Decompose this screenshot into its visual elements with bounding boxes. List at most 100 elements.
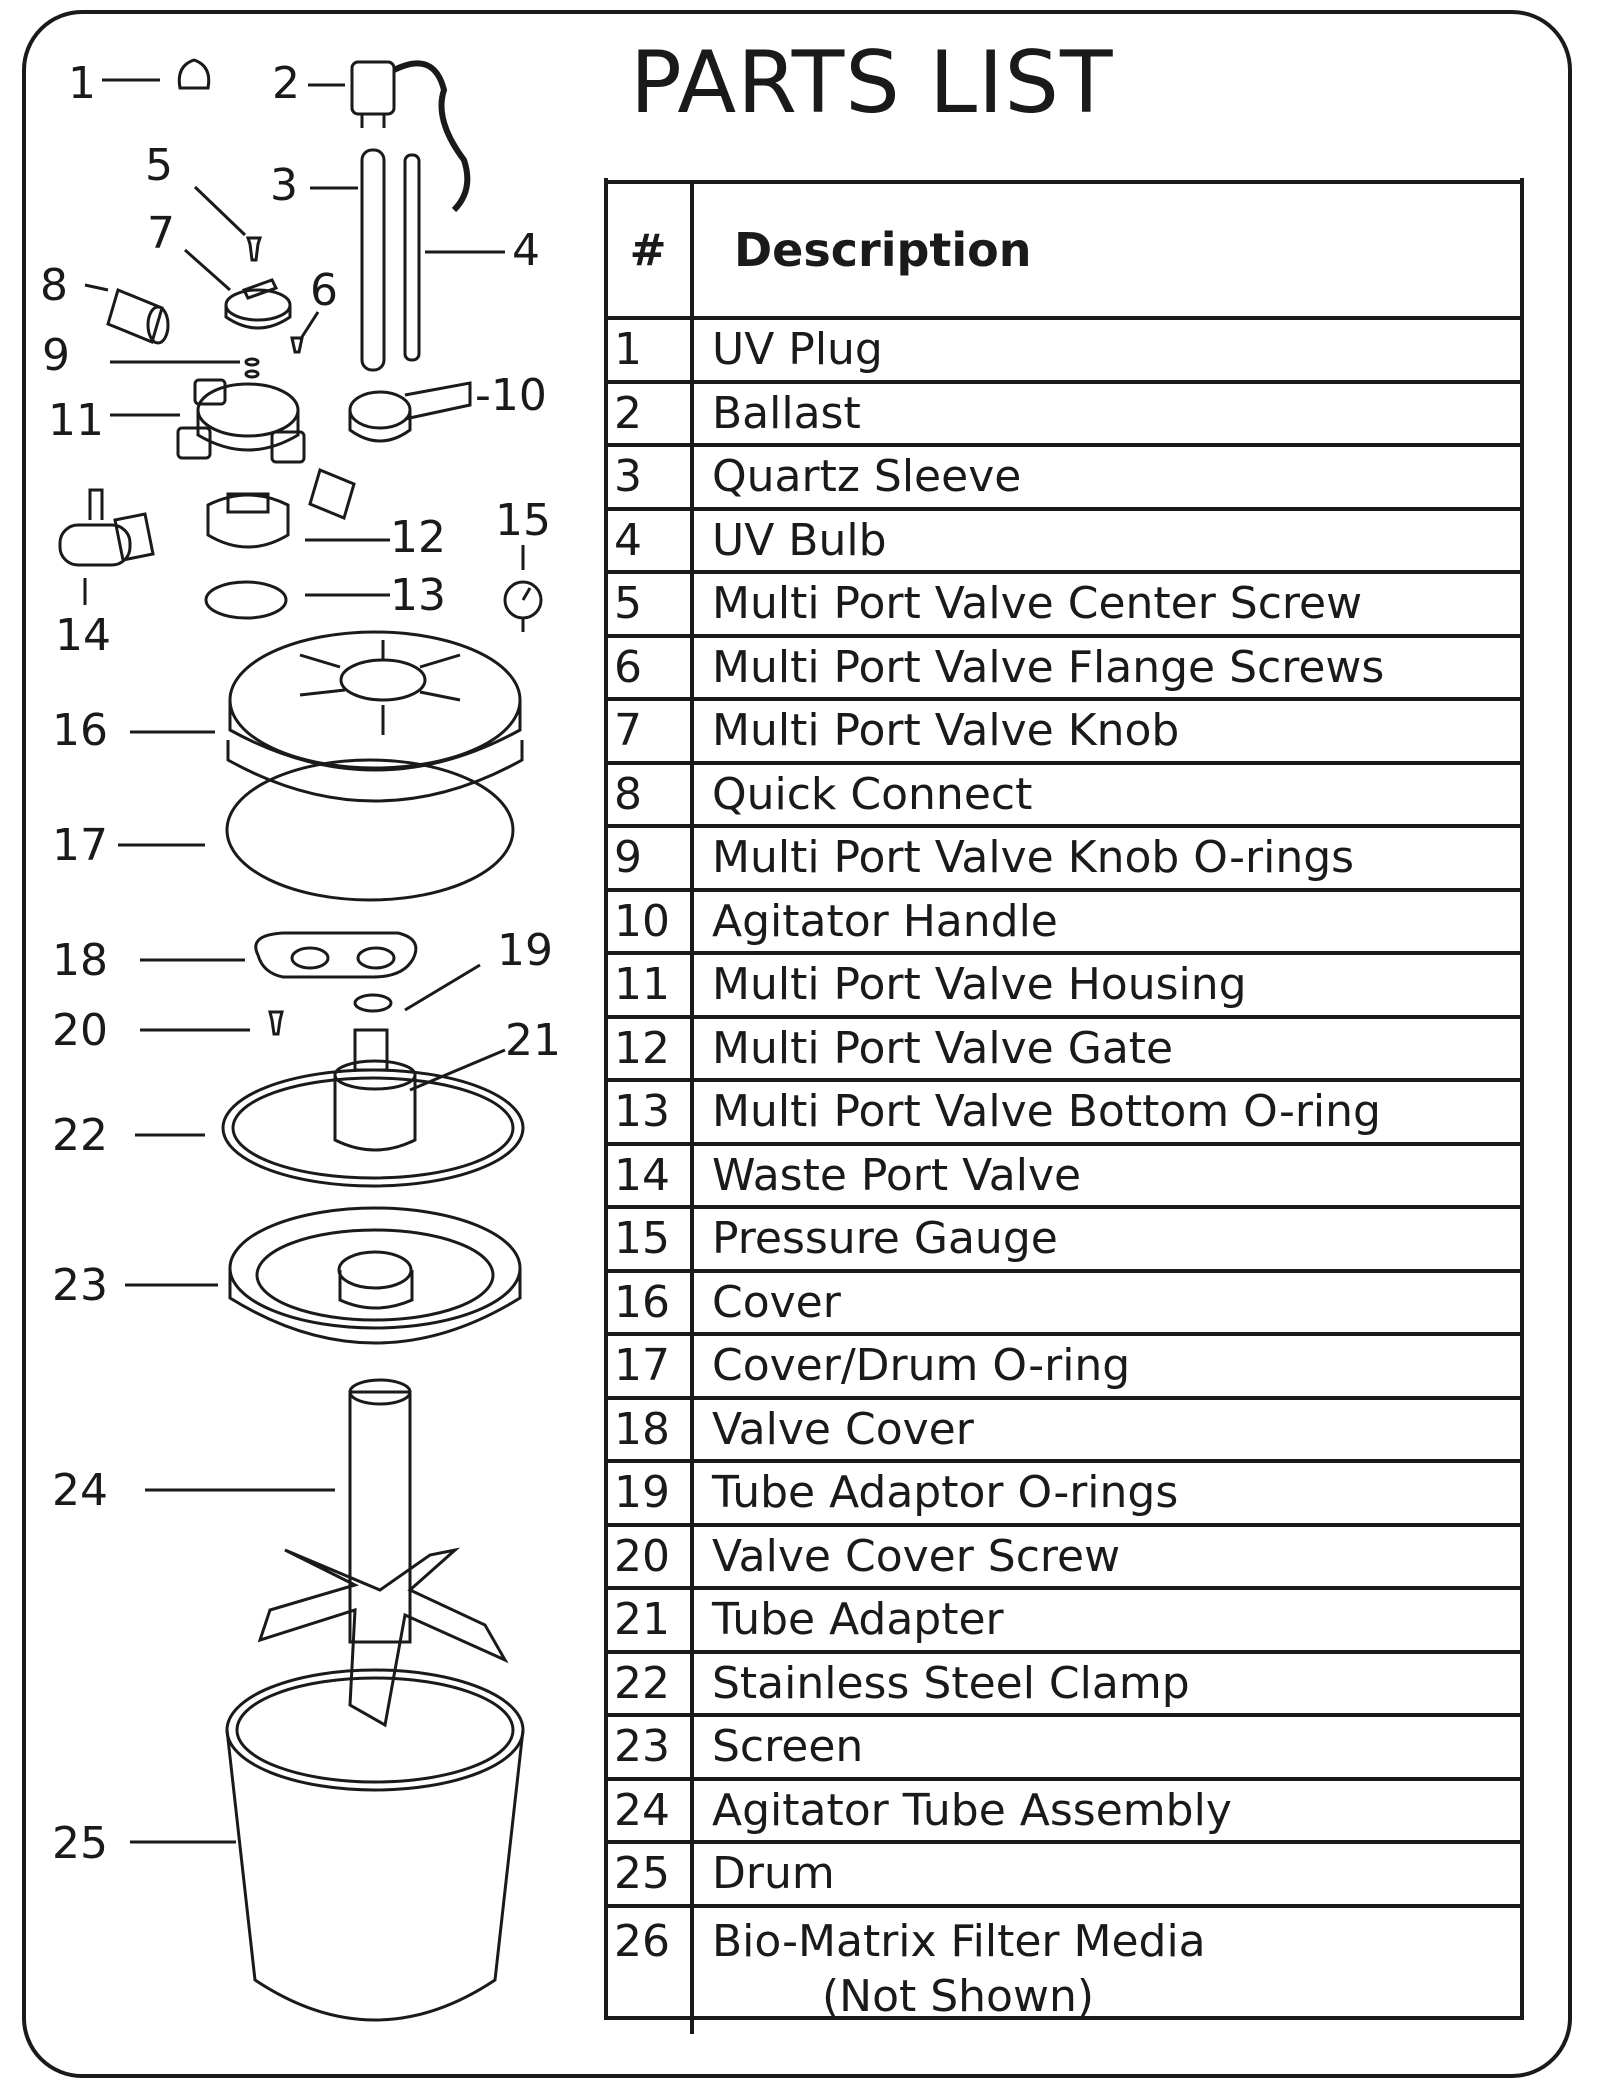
part-number: 20 (606, 1522, 694, 1588)
table-row: 13 Multi Port Valve Bottom O-ring (606, 1078, 1524, 1144)
part-number: 23 (606, 1713, 694, 1779)
part-description-text: Quartz Sleeve (712, 451, 1022, 503)
part-description: Quick Connect (692, 760, 1524, 826)
part-description-text: Screen (712, 1721, 864, 1773)
part-description-text: Agitator Handle (712, 895, 1058, 947)
table-row: 8 Quick Connect (606, 760, 1524, 826)
callout-10: -10 (475, 370, 547, 421)
part-description: Multi Port Valve Knob O-rings (692, 824, 1524, 890)
table-row: 9 Multi Port Valve Knob O-rings (606, 824, 1524, 890)
part-description-text: Stainless Steel Clamp (712, 1657, 1190, 1709)
part-description: Valve Cover Screw (692, 1522, 1524, 1588)
part-description: Cover/Drum O-ring (692, 1332, 1524, 1398)
part-description-text: Multi Port Valve Gate (712, 1022, 1174, 1074)
table-row: 12 Multi Port Valve Gate (606, 1014, 1524, 1080)
part-number: 2 (606, 379, 694, 445)
table-row: 11 Multi Port Valve Housing (606, 951, 1524, 1017)
part-description: Drum (692, 1840, 1524, 1906)
callout-7: 7 (147, 208, 175, 259)
part-description: Bio-Matrix Filter Media(Not Shown) (692, 1903, 1524, 2034)
part-description: Valve Cover (692, 1395, 1524, 1461)
part-number: 3 (606, 443, 694, 509)
part-description-text: Pressure Gauge (712, 1213, 1058, 1265)
part-description-text: Agitator Tube Assembly (712, 1784, 1232, 1836)
part-description: Screen (692, 1713, 1524, 1779)
part-number: 12 (606, 1014, 694, 1080)
callout-14: 14 (55, 610, 111, 661)
callout-2: 2 (272, 58, 300, 109)
callout-9: 9 (42, 330, 70, 381)
part-number: 26 (606, 1903, 694, 2034)
header-description: Description (692, 180, 1524, 318)
part-description-text: Drum (712, 1848, 835, 1900)
part-number: 11 (606, 951, 694, 1017)
callout-8: 8 (40, 260, 68, 311)
callout-21: 21 (505, 1015, 561, 1066)
callout-6: 6 (310, 265, 338, 316)
part-number: 5 (606, 570, 694, 636)
table-row: 23 Screen (606, 1713, 1524, 1779)
part-description-text: Multi Port Valve Knob (712, 705, 1180, 757)
exploded-parts-diagram: 1 2 3 4 5 6 7 8 9 -10 11 12 13 14 15 16 … (0, 0, 600, 2094)
header-number: # (606, 180, 694, 318)
callout-numbers: 1 2 3 4 5 6 7 8 9 -10 11 12 13 14 15 16 … (40, 58, 561, 1869)
part-description-text: Multi Port Valve Knob O-rings (712, 832, 1355, 884)
table-row: 3 Quartz Sleeve (606, 443, 1524, 509)
callout-12: 12 (390, 512, 446, 563)
part-description: Ballast (692, 379, 1524, 445)
callout-23: 23 (52, 1260, 108, 1311)
callout-16: 16 (52, 705, 108, 756)
part-number: 13 (606, 1078, 694, 1144)
part-number: 25 (606, 1840, 694, 1906)
callout-3: 3 (270, 160, 298, 211)
part-description-text: Ballast (712, 387, 861, 439)
part-description-text: Tube Adaptor O-rings (712, 1467, 1179, 1519)
part-number: 7 (606, 697, 694, 763)
callout-19: 19 (497, 925, 553, 976)
part-note: (Not Shown) (822, 1970, 1095, 2022)
part-number: 18 (606, 1395, 694, 1461)
part-description: Multi Port Valve Center Screw (692, 570, 1524, 636)
part-number: 17 (606, 1332, 694, 1398)
part-number: 22 (606, 1649, 694, 1715)
part-number: 14 (606, 1141, 694, 1207)
callout-1: 1 (68, 58, 96, 109)
part-description-text: Cover (712, 1276, 841, 1328)
page-title: PARTS LIST (630, 33, 1114, 133)
part-description: Multi Port Valve Housing (692, 951, 1524, 1017)
table-row: 7 Multi Port Valve Knob (606, 697, 1524, 763)
part-description-text: Quick Connect (712, 768, 1033, 820)
part-number: 9 (606, 824, 694, 890)
callout-4: 4 (512, 225, 540, 276)
callout-13: 13 (390, 570, 446, 621)
part-description: Quartz Sleeve (692, 443, 1524, 509)
table-row: 25 Drum (606, 1840, 1524, 1906)
callout-11: 11 (48, 395, 104, 446)
table-row: 14 Waste Port Valve (606, 1141, 1524, 1207)
part-number: 24 (606, 1776, 694, 1842)
part-description: Pressure Gauge (692, 1205, 1524, 1271)
part-description: UV Bulb (692, 506, 1524, 572)
part-description-text: Multi Port Valve Bottom O-ring (712, 1086, 1381, 1138)
part-description-text: Multi Port Valve Housing (712, 959, 1247, 1011)
part-description-text: UV Plug (712, 324, 883, 376)
part-description-text: UV Bulb (712, 514, 887, 566)
part-description-text: Waste Port Valve (712, 1149, 1082, 1201)
callout-24: 24 (52, 1465, 108, 1516)
table-row: 22 Stainless Steel Clamp (606, 1649, 1524, 1715)
part-number: 8 (606, 760, 694, 826)
part-description-text: Tube Adapter (712, 1594, 1004, 1646)
part-description: Tube Adaptor O-rings (692, 1459, 1524, 1525)
page-frame (22, 10, 1572, 2078)
part-description-text: Multi Port Valve Flange Screws (712, 641, 1385, 693)
callout-25: 25 (52, 1818, 108, 1869)
